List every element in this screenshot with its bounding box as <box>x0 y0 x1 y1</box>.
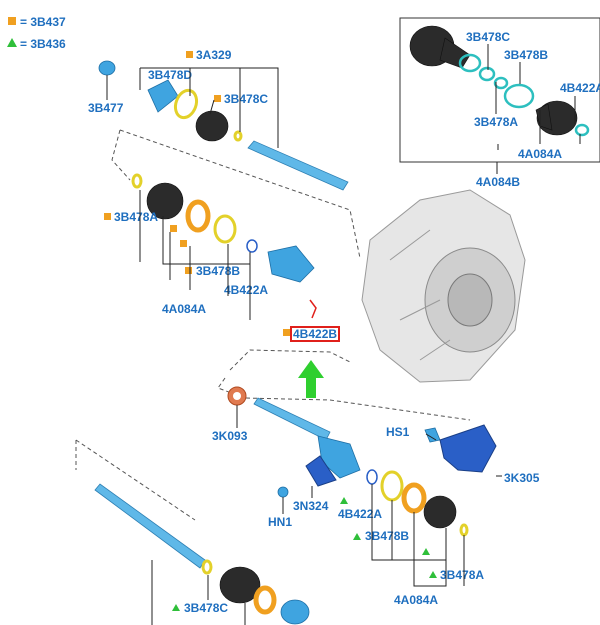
housing-details <box>389 229 451 361</box>
ring-yellow-low <box>380 470 404 502</box>
boot-bottom <box>219 566 261 604</box>
marker-4B422B <box>283 329 290 336</box>
inset-clip-b <box>493 76 509 90</box>
label-3B478C-low: 3B478C <box>184 601 228 615</box>
label-3K305: 3K305 <box>504 471 540 485</box>
leader-lines-lower <box>282 433 502 587</box>
inset-label-4A084A: 4A084A <box>518 147 562 161</box>
ring-4A084A-yellow <box>213 214 237 244</box>
marker-3B478C-top <box>214 95 221 102</box>
inset-leader-lines <box>487 44 581 150</box>
marker-triangle-d <box>429 571 437 578</box>
lower-shaft-assembly: 3K093 3N324 HN1 HS1 3K305 4B422A 3B478B … <box>212 349 540 607</box>
marker-3A329 <box>186 51 193 58</box>
label-3A329: 3A329 <box>196 48 232 62</box>
label-3B478C-top: 3B478C <box>224 92 268 106</box>
clip-left-top <box>131 173 143 189</box>
marker-triangle-a <box>340 497 348 504</box>
inset-label-3B478A: 3B478A <box>474 115 518 129</box>
bottom-shaft-assembly: 3B478C <box>75 439 310 625</box>
label-4B422A-left: 4B422A <box>224 283 268 297</box>
legend-square-text: = 3B437 <box>20 15 66 29</box>
bracket-3K305 <box>439 424 497 473</box>
clip-upper <box>233 130 243 142</box>
shaft-bottom <box>94 483 206 569</box>
inset-ring-4B422A <box>574 123 590 137</box>
highlight-box <box>290 326 340 342</box>
cv-joint-bottom <box>280 599 310 625</box>
label-3B478D: 3B478D <box>148 68 192 82</box>
legend-triangle-marker <box>7 38 17 47</box>
marker-triangle-c <box>422 548 430 555</box>
ring-bottom-orange <box>253 585 277 615</box>
label-4B422B: 4B422B <box>293 327 337 341</box>
dash-outline-upper <box>111 129 361 259</box>
label-4A084B: 4A084B <box>476 175 520 189</box>
clip-bottom <box>201 559 213 575</box>
marker-3B478A <box>104 213 111 220</box>
ring-4B422A-blue <box>246 239 258 253</box>
inset-ring-3B478B <box>503 83 535 109</box>
marker-triangle-e <box>172 604 180 611</box>
seal-3K093-hole <box>233 392 241 400</box>
boot-upper <box>195 110 229 142</box>
marker-3B478B <box>185 267 192 274</box>
marker-left-a <box>170 225 177 232</box>
ring-3B478B-orange <box>185 199 211 233</box>
label-3B478B-left: 3B478B <box>196 264 240 278</box>
label-3K093: 3K093 <box>212 429 248 443</box>
label-HS1: HS1 <box>386 425 410 439</box>
legend-triangle-text: = 3B436 <box>20 37 66 51</box>
dash-outline-bottom <box>75 439 196 521</box>
label-4B422A-low: 4B422A <box>338 507 382 521</box>
part-3B477 <box>98 60 116 76</box>
ring-4B422A-low <box>366 469 378 485</box>
transmission-housing <box>361 189 526 383</box>
label-3N324: 3N324 <box>293 499 329 513</box>
bracket-3N324 <box>305 455 337 487</box>
label-4A084A-low: 4A084A <box>394 593 438 607</box>
legend: = 3B437 = 3B436 <box>7 15 66 51</box>
label-4A084A-left: 4A084A <box>162 302 206 316</box>
label-3B478A-left: 3B478A <box>114 210 158 224</box>
green-arrow-icon <box>298 360 324 398</box>
label-3B477: 3B477 <box>88 101 124 115</box>
highlight-4B422B: 4B422B <box>283 299 340 398</box>
inset-label-3B478C: 3B478C <box>466 30 510 44</box>
clip-lower-right <box>459 523 469 537</box>
ring-3A329 <box>173 88 199 120</box>
label-3B478A-low: 3B478A <box>440 568 484 582</box>
marker-left-b <box>180 240 187 247</box>
bolt-HN1 <box>277 486 289 498</box>
leader-lines-bottom <box>151 560 246 625</box>
inset-panel: 3B478C 3B478B 4B422A 3B478A 4A084A <box>399 17 600 163</box>
part-3B478D-cv <box>147 79 179 113</box>
label-3B478B-low: 3B478B <box>365 529 409 543</box>
label-HN1: HN1 <box>268 515 292 529</box>
inset-label-4B422A: 4B422A <box>560 81 600 95</box>
cv-joint-left <box>267 245 315 283</box>
inset-ring-3B478C <box>458 53 482 73</box>
inset-clip-a <box>478 66 496 82</box>
dash-outline-lower <box>217 349 471 421</box>
upper-shaft-assembly: 3B477 3B478D 3A329 3B478C <box>88 48 361 259</box>
shaft-lower-inner <box>253 397 331 441</box>
leader-lines-upper <box>106 67 279 148</box>
inset-label-3B478B: 3B478B <box>504 48 548 62</box>
boot-lower-right <box>423 495 457 529</box>
middle-left-assembly: 3B478A 3B478B 4B422A 4A084A <box>104 173 315 320</box>
shaft-upper <box>247 140 349 191</box>
legend-square-marker <box>8 17 16 25</box>
boot-left <box>146 182 184 220</box>
ring-orange-low <box>401 482 427 514</box>
marker-triangle-b <box>353 533 361 540</box>
circlip-4B422B <box>309 299 317 319</box>
leader-lines-middle <box>139 190 251 320</box>
housing-hub <box>447 273 493 327</box>
